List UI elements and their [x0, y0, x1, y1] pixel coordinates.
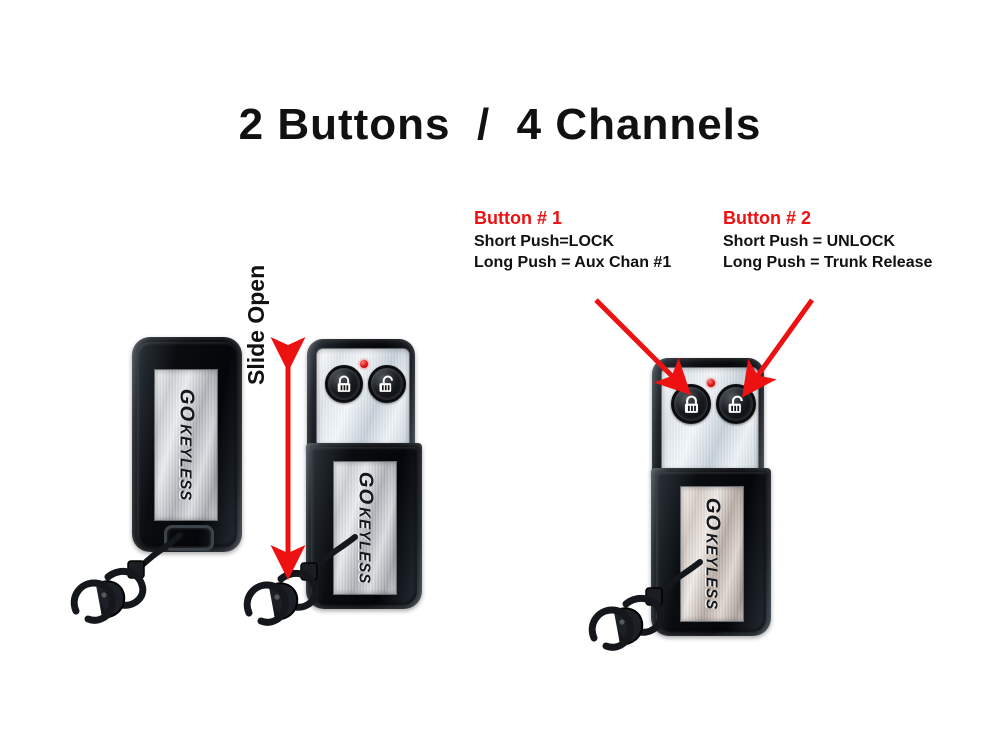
remote-open-logo-plate: GOKEYLESS [333, 461, 397, 595]
padlock-open-icon [728, 395, 743, 413]
remote-closed-keyring-slot [164, 525, 214, 551]
brand-logo-go: GO [701, 497, 724, 532]
callout-button-1: Button # 1 Short Push=LOCK Long Push = A… [474, 208, 671, 273]
status-led [360, 360, 368, 368]
callout-button-1-heading: Button # 1 [474, 208, 562, 228]
padlock-open-icon [379, 375, 393, 392]
slide-open-label: Slide Open [243, 264, 269, 385]
keychain-clasp-icon [70, 533, 183, 624]
brand-logo-keyless: KEYLESS [176, 424, 194, 502]
remote-closed-logo-plate: GOKEYLESS [154, 369, 218, 521]
brand-logo-go: GO [354, 471, 377, 506]
remote-annotated: GOKEYLESS [588, 358, 771, 651]
unlock-button[interactable] [716, 384, 756, 424]
brand-logo-go: GO [175, 388, 198, 423]
remote-open: GOKEYLESS [243, 339, 422, 626]
remote-open-keychain [233, 531, 383, 641]
callout-button-2-heading: Button # 2 [723, 208, 811, 228]
remote-annotated-logo-plate: GOKEYLESS [680, 486, 744, 622]
callout-button-1-line1: Short Push=LOCK [474, 233, 615, 250]
callout-button-1-line2: Long Push = Aux Chan #1 [474, 254, 672, 271]
remote-closed: GOKEYLESS [70, 337, 242, 624]
brand-logo: GOKEYLESS [175, 375, 198, 515]
unlock-button[interactable] [368, 365, 406, 403]
callout-button-2: Button # 2 Short Push = UNLOCK Long Push… [723, 208, 932, 273]
lock-button[interactable] [671, 384, 711, 424]
padlock-closed-icon [684, 395, 698, 413]
status-led [707, 379, 715, 387]
callout-button-2-line2: Long Push = Trunk Release [723, 254, 933, 271]
keychain-clasp-icon [588, 559, 703, 651]
keychain-clasp-icon [243, 534, 358, 626]
page-title: 2 Buttons / 4 Channels [238, 100, 762, 149]
padlock-closed-icon [337, 375, 351, 392]
callout-button-2-line1: Short Push = UNLOCK [723, 233, 896, 250]
lock-button[interactable] [325, 365, 363, 403]
remote-annotated-keychain [576, 554, 726, 669]
remote-closed-keychain [62, 533, 212, 643]
